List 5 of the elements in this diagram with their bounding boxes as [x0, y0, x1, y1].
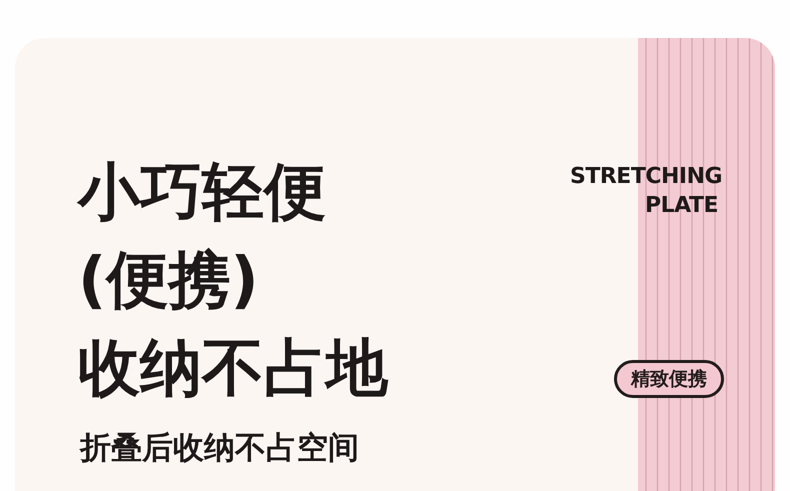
headline: (便携)	[78, 243, 259, 317]
headline: 收纳不占地	[78, 331, 388, 405]
headline: 小巧轻便	[78, 155, 326, 229]
subtitle: 折叠后收纳不占空间	[80, 430, 359, 467]
tag-pill: 精致便携	[614, 360, 724, 398]
